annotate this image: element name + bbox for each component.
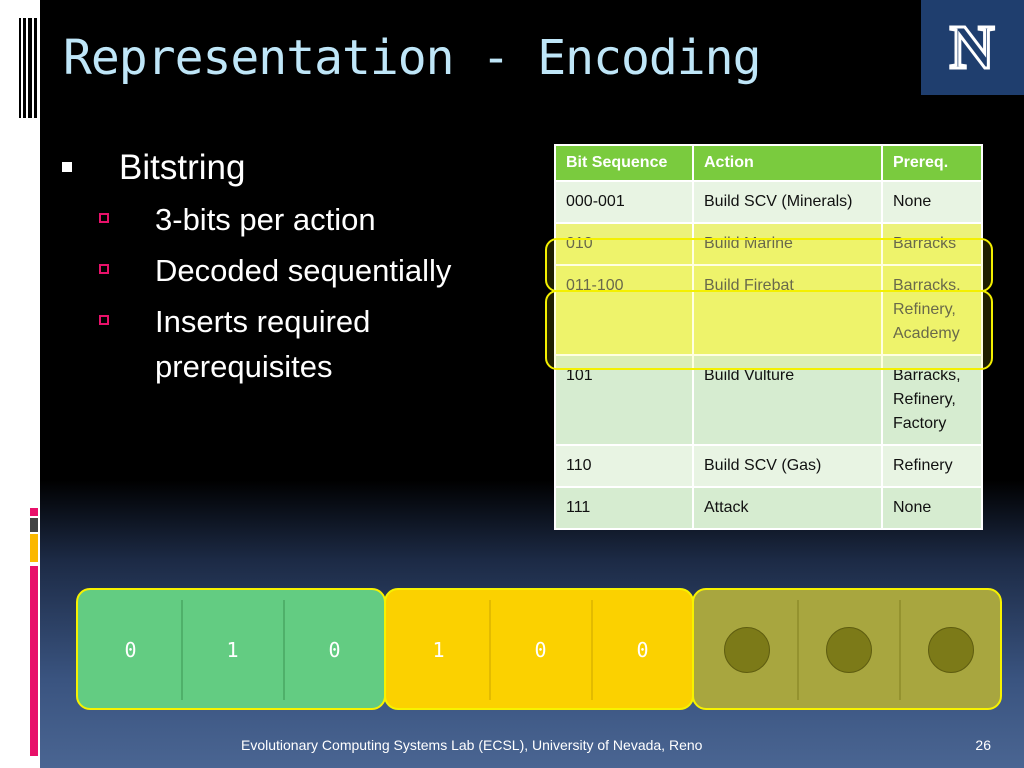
table-row: 000-001 Build SCV (Minerals) None xyxy=(554,180,983,224)
slide-title: Representation - Encoding xyxy=(63,30,761,86)
cell-bits: 000-001 xyxy=(554,180,694,224)
circle-placeholder-icon xyxy=(927,627,974,673)
bit-cell: 0 xyxy=(490,600,593,700)
highlight-box-firebat xyxy=(545,290,993,370)
bullet-main: Bitstring xyxy=(62,145,502,191)
bit-cell-unknown xyxy=(798,600,901,700)
bit-group-3 xyxy=(692,588,1002,710)
bit-cell-unknown xyxy=(900,600,1001,700)
bullet-main-text: Bitstring xyxy=(119,148,246,187)
action-encoding-table: Bit Sequence Action Prereq. 000-001 Buil… xyxy=(554,144,983,530)
bit-cell: 1 xyxy=(388,600,491,700)
strip-lines-decoration xyxy=(19,18,37,118)
hollow-square-bullet-icon xyxy=(99,213,109,223)
sub-bullet-text: 3-bits per action xyxy=(155,202,376,237)
cell-bits: 011-100 xyxy=(554,264,694,356)
bitstring-diagram: 0 1 0 1 0 0 xyxy=(76,588,1002,710)
sub-bullet: Inserts required prerequisites xyxy=(62,299,502,389)
cell-prereq: Barracks xyxy=(881,222,983,266)
table-row: 110 Build SCV (Gas) Refinery xyxy=(554,444,983,488)
page-number: 26 xyxy=(975,737,991,753)
slide-footer: Evolutionary Computing Systems Lab (ECSL… xyxy=(241,737,703,753)
cell-prereq: None xyxy=(881,486,983,530)
sub-bullet-text: Inserts required prerequisites xyxy=(155,304,371,384)
sub-bullet: Decoded sequentially xyxy=(62,248,502,293)
cell-bits: 110 xyxy=(554,444,694,488)
bullet-list: Bitstring 3-bits per action Decoded sequ… xyxy=(62,145,502,389)
header-bit-sequence: Bit Sequence xyxy=(554,144,694,182)
bit-group-2: 1 0 0 xyxy=(384,588,694,710)
highlight-box-marine xyxy=(545,238,993,292)
color-bars-decoration xyxy=(30,508,38,756)
university-logo: N xyxy=(921,0,1024,95)
table-row: 111 Attack None xyxy=(554,486,983,530)
cell-prereq: Refinery xyxy=(881,444,983,488)
circle-placeholder-icon xyxy=(825,627,872,673)
sub-bullet: 3-bits per action xyxy=(62,197,502,242)
header-action: Action xyxy=(692,144,883,182)
bit-cell: 0 xyxy=(328,638,341,662)
header-prereq: Prereq. xyxy=(881,144,983,182)
cell-bits: 111 xyxy=(554,486,694,530)
circle-placeholder-icon xyxy=(723,627,770,673)
table-row-highlighted: 010 Build Marine Barracks xyxy=(554,222,983,266)
bit-cell: 0 xyxy=(80,600,183,700)
cell-action: Build SCV (Gas) xyxy=(692,444,883,488)
cell-prereq: None xyxy=(881,180,983,224)
sub-bullet-text: Decoded sequentially xyxy=(155,253,452,288)
bit-cell: 0 xyxy=(636,638,649,662)
cell-action: Build Firebat xyxy=(692,264,883,356)
cell-action: Build Marine xyxy=(692,222,883,266)
cell-action: Attack xyxy=(692,486,883,530)
bit-cell-unknown xyxy=(696,600,799,700)
bit-cell: 1 xyxy=(182,600,285,700)
n-logo-icon: N xyxy=(948,13,996,84)
cell-action: Build SCV (Minerals) xyxy=(692,180,883,224)
hollow-square-bullet-icon xyxy=(99,264,109,274)
square-bullet-icon xyxy=(62,162,72,172)
hollow-square-bullet-icon xyxy=(99,315,109,325)
bit-group-1: 0 1 0 xyxy=(76,588,386,710)
table-row-highlighted: 011-100 Build Firebat Barracks, Refinery… xyxy=(554,264,983,356)
table-header-row: Bit Sequence Action Prereq. xyxy=(554,144,983,182)
left-decoration-strip xyxy=(0,0,40,768)
cell-prereq: Barracks, Refinery, Academy xyxy=(881,264,983,356)
svg-text:N: N xyxy=(950,14,995,82)
cell-bits: 010 xyxy=(554,222,694,266)
